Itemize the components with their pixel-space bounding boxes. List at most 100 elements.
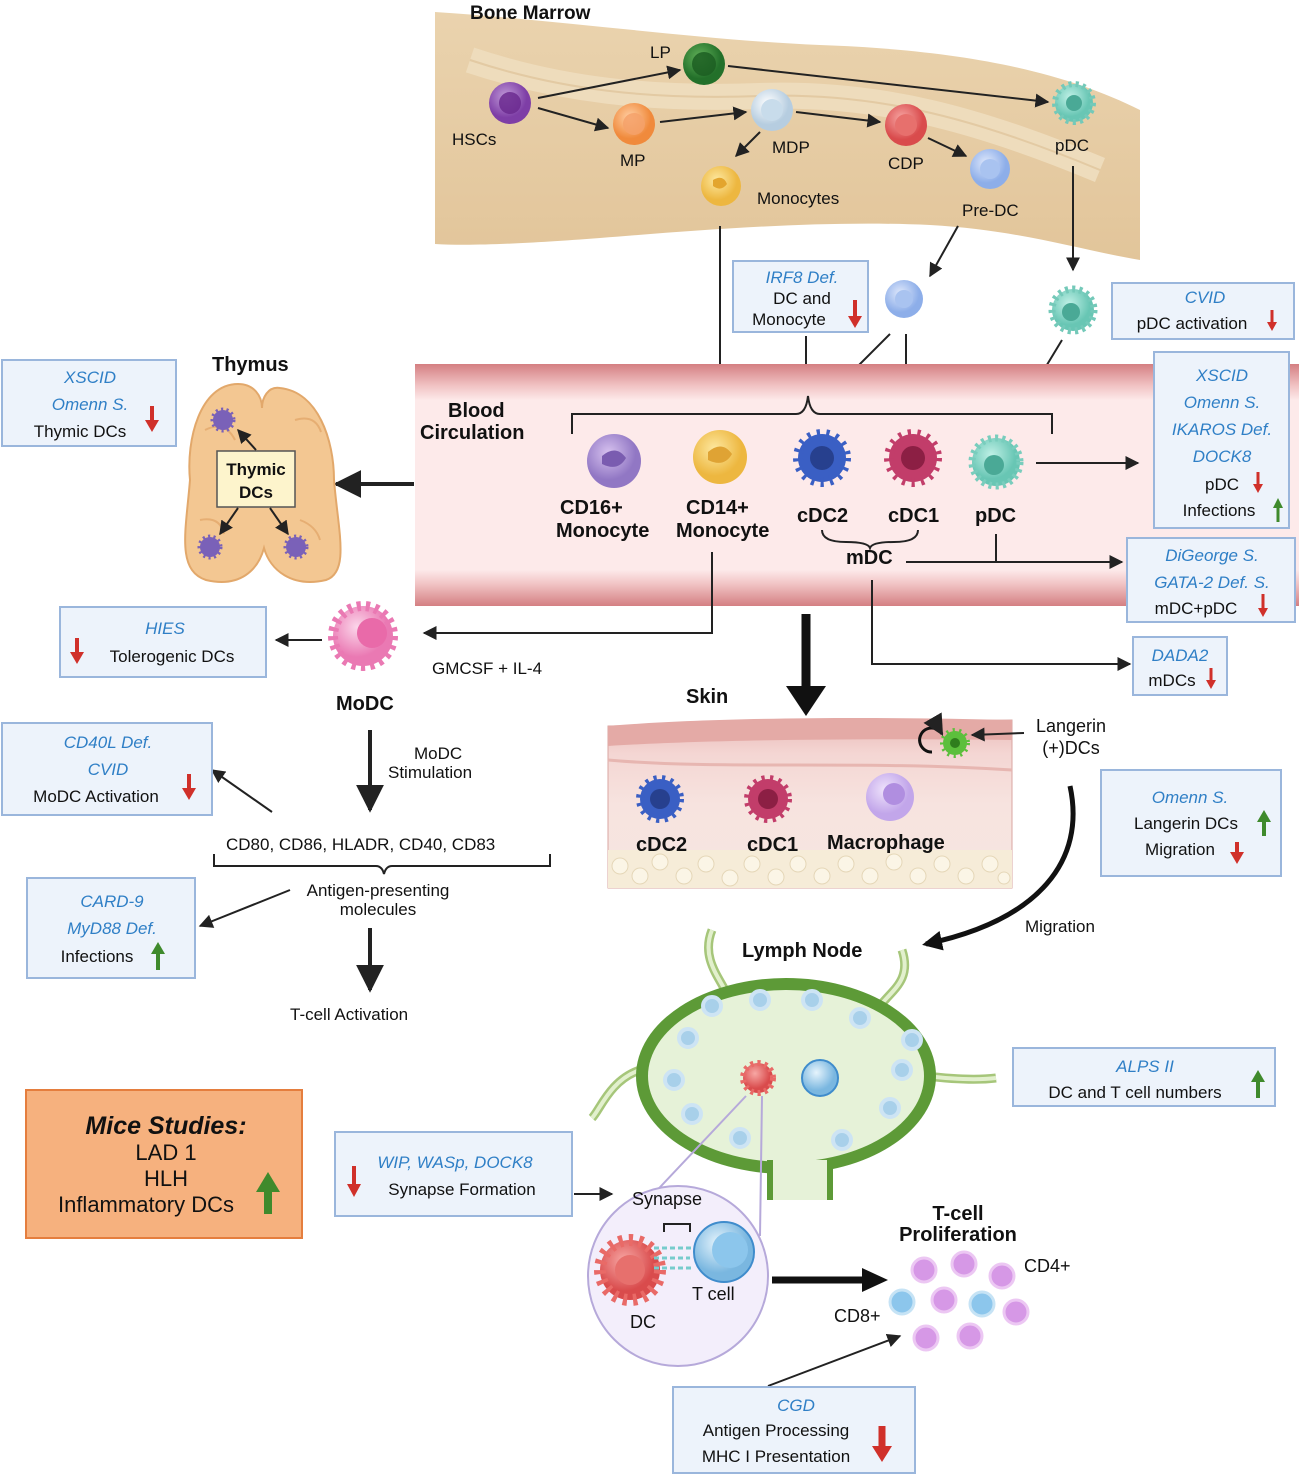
cdc1-blood-label: cDC1: [888, 505, 939, 527]
monocytes-label: Monocytes: [757, 189, 839, 208]
svg-text:IRF8 Def.: IRF8 Def.: [766, 268, 839, 287]
cd14-label-1: CD14+: [686, 497, 749, 519]
proliferation-label-1: T-cell: [932, 1203, 983, 1225]
thymic-dcs-label-1: Thymic: [226, 460, 286, 479]
pdc-blood-cell: [968, 434, 1024, 490]
svg-text:IKAROS Def.: IKAROS Def.: [1172, 420, 1272, 439]
cd40l-arrow: [210, 769, 273, 813]
skin-title: Skin: [686, 686, 728, 708]
cgd-box: CGD Antigen Processing MHC I Presentatio…: [672, 1386, 916, 1474]
cgd-arrow: [767, 1333, 902, 1387]
cdc1-blood-cell: [884, 429, 942, 487]
mice-studies-box: Mice Studies: LAD 1 HLH Inflammatory DCs: [25, 1089, 303, 1239]
bone-marrow-region: Bone Marrow: [435, 3, 1140, 260]
cdc2-skin-label: cDC2: [636, 834, 687, 856]
svg-text:MyD88 Def.: MyD88 Def.: [67, 919, 157, 938]
svg-text:CVID: CVID: [1185, 288, 1226, 307]
lymph-follicles: [663, 989, 923, 1151]
migration-label: Migration: [1025, 917, 1095, 936]
pdc-marrow-label: pDC: [1055, 136, 1089, 155]
cd16-label-2: Monocyte: [556, 520, 649, 542]
proliferation-label-2: Proliferation: [899, 1224, 1017, 1246]
migration-arrow: [922, 785, 1076, 951]
tcell-label: T cell: [692, 1284, 735, 1304]
svg-text:Migration: Migration: [1145, 840, 1215, 859]
svg-text:mDCs: mDCs: [1148, 671, 1195, 690]
card9-arrow: [198, 889, 291, 928]
down-arrow-icon: [70, 638, 84, 664]
down-arrow-icon: [145, 406, 159, 432]
macrophage-label: Macrophage: [827, 832, 945, 854]
svg-text:ALPS II: ALPS II: [1115, 1057, 1174, 1076]
gmcsf-label: GMCSF + IL-4: [432, 659, 542, 678]
cd8-label: CD8+: [834, 1306, 881, 1326]
langerin-label-1: Langerin: [1036, 716, 1106, 736]
pre-dc-cell: [970, 149, 1010, 189]
lymph-tcell: [801, 1059, 839, 1097]
blood-title-1: Blood: [448, 400, 505, 422]
svg-text:mDC+pDC: mDC+pDC: [1155, 599, 1238, 618]
cvid-pdc-box: CVID pDC activation: [1111, 282, 1295, 340]
hsc-cell: [489, 82, 531, 124]
svg-text:Thymic DCs: Thymic DCs: [34, 422, 127, 441]
lymph-node-title: Lymph Node: [742, 940, 862, 962]
svg-text:CD40L Def.: CD40L Def.: [64, 733, 153, 752]
mdp-label: MDP: [772, 138, 810, 157]
up-arrow-icon: [1251, 1070, 1265, 1098]
down-arrow-icon: [1267, 310, 1277, 331]
pre-dc-transit-cell: [885, 280, 923, 318]
synapse-zoom: [587, 1185, 769, 1367]
up-arrow-icon: [1273, 498, 1283, 522]
card9-box: CARD-9 MyD88 Def. Infections: [26, 877, 196, 979]
macrophage-cell: [866, 773, 914, 821]
svg-text:CGD: CGD: [777, 1396, 815, 1415]
mice-line-2: HLH: [144, 1166, 188, 1191]
bone-marrow-title: Bone Marrow: [470, 3, 591, 24]
down-arrow-icon: [1253, 472, 1263, 493]
cd14-monocyte-cell: [693, 430, 747, 484]
thymic-dcs-label-2: DCs: [239, 483, 273, 502]
blood-title-2: Circulation: [420, 422, 524, 444]
cdc2-skin-cell: [636, 775, 684, 823]
mice-title: Mice Studies:: [85, 1112, 246, 1140]
lp-label: LP: [650, 43, 671, 62]
cdc1-skin-label: cDC1: [747, 834, 798, 856]
svg-text:WIP, WASp, DOCK8: WIP, WASp, DOCK8: [377, 1153, 533, 1172]
synapse-label: Synapse: [632, 1189, 702, 1209]
skin-tissue: [607, 718, 1013, 889]
mice-line-1: LAD 1: [135, 1140, 196, 1165]
tcell-activation-label: T-cell Activation: [290, 1005, 408, 1024]
lymph-dc-cell: [740, 1060, 776, 1096]
svg-text:CVID: CVID: [88, 760, 129, 779]
svg-text:Synapse Formation: Synapse Formation: [388, 1180, 535, 1199]
thymus-title: Thymus: [212, 354, 289, 376]
markers-brace: [213, 854, 551, 875]
svg-text:Infections: Infections: [1183, 501, 1256, 520]
svg-text:Antigen Processing: Antigen Processing: [703, 1421, 849, 1440]
cdp-cell: [885, 104, 927, 146]
lp-cell: [683, 43, 725, 85]
up-arrow-icon: [256, 1172, 280, 1214]
thymic-dcs-box: [216, 450, 296, 508]
cd14-label-2: Monocyte: [676, 520, 769, 542]
thymic-dc-cell-3: [283, 534, 309, 560]
down-arrow-icon: [182, 774, 196, 800]
langerin-cycle-icon: [918, 712, 944, 754]
thymic-dc-cell-2: [197, 534, 223, 560]
svg-text:Omenn S.: Omenn S.: [1184, 393, 1261, 412]
cdp-label: CDP: [888, 154, 924, 173]
modc-title: MoDC: [336, 693, 394, 715]
thymic-dc-cell-1: [210, 407, 236, 433]
hies-box: HIES Tolerogenic DCs: [59, 606, 267, 678]
down-arrow-icon: [848, 300, 862, 328]
mice-line-3: Inflammatory DCs: [58, 1192, 234, 1217]
stim-label-1: MoDC: [414, 744, 462, 763]
irf8-box: IRF8 Def. DC and Monocyte: [732, 260, 869, 333]
pre-dc-label: Pre-DC: [962, 201, 1019, 220]
svg-text:MHC I Presentation: MHC I Presentation: [702, 1447, 850, 1466]
langerin-cell: [940, 728, 970, 758]
svg-text:DADA2: DADA2: [1152, 646, 1209, 665]
dada2-box: DADA2 mDCs: [1132, 636, 1228, 696]
markers-label: CD80, CD86, HLADR, CD40, CD83: [226, 835, 495, 854]
